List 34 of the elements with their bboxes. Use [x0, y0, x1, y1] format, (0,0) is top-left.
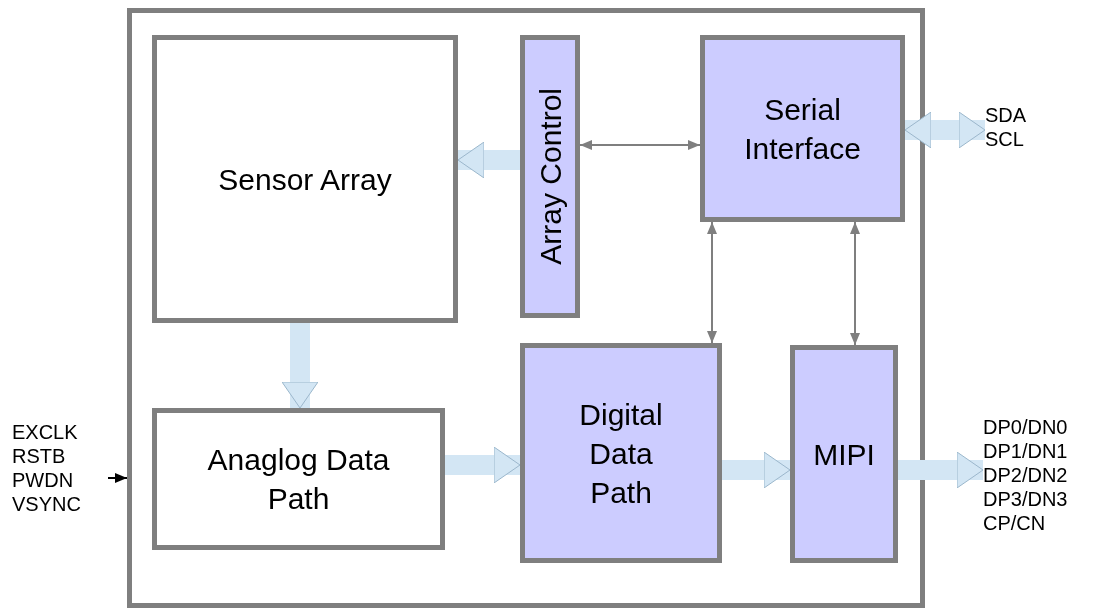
signal-name: SDA [985, 103, 1028, 127]
block-arrow [722, 451, 791, 489]
block-arrow [445, 446, 521, 484]
block-label: Sensor Array [217, 161, 393, 198]
block-box [152, 408, 445, 550]
double-arrow [850, 221, 860, 346]
signal-name: CP/CN [983, 511, 1047, 535]
block-label: Anaglog Data Path [206, 442, 391, 517]
signal-name: DP3/DN3 [983, 487, 1069, 511]
block-arrow [904, 111, 986, 149]
signal-name: VSYNC [12, 492, 82, 516]
signal-name: DP0/DN0 [983, 415, 1069, 439]
block-arrow [281, 323, 319, 409]
block-box [700, 35, 905, 222]
block-label: MIPI [812, 436, 876, 473]
block-box [520, 343, 722, 563]
block-label: Digital Data Path [578, 396, 664, 511]
signal-name: RSTB [12, 444, 67, 468]
block-box [520, 35, 580, 318]
block-box [152, 35, 458, 323]
signal-name: SCL [985, 127, 1025, 151]
signal-name: EXCLK [12, 420, 79, 444]
block-arrow [457, 141, 520, 179]
double-arrow [579, 140, 701, 150]
chip-outline-box [127, 8, 925, 608]
block-label: Array Control [532, 88, 568, 265]
signal-name: DP2/DN2 [983, 463, 1069, 487]
block-arrow [898, 451, 984, 489]
arrow [107, 473, 128, 483]
block-label: Serial Interface [743, 91, 862, 167]
signal-name: PWDN [12, 468, 75, 492]
signal-name: DP1/DN1 [983, 439, 1069, 463]
double-arrow [707, 221, 717, 344]
block-box [790, 345, 898, 563]
